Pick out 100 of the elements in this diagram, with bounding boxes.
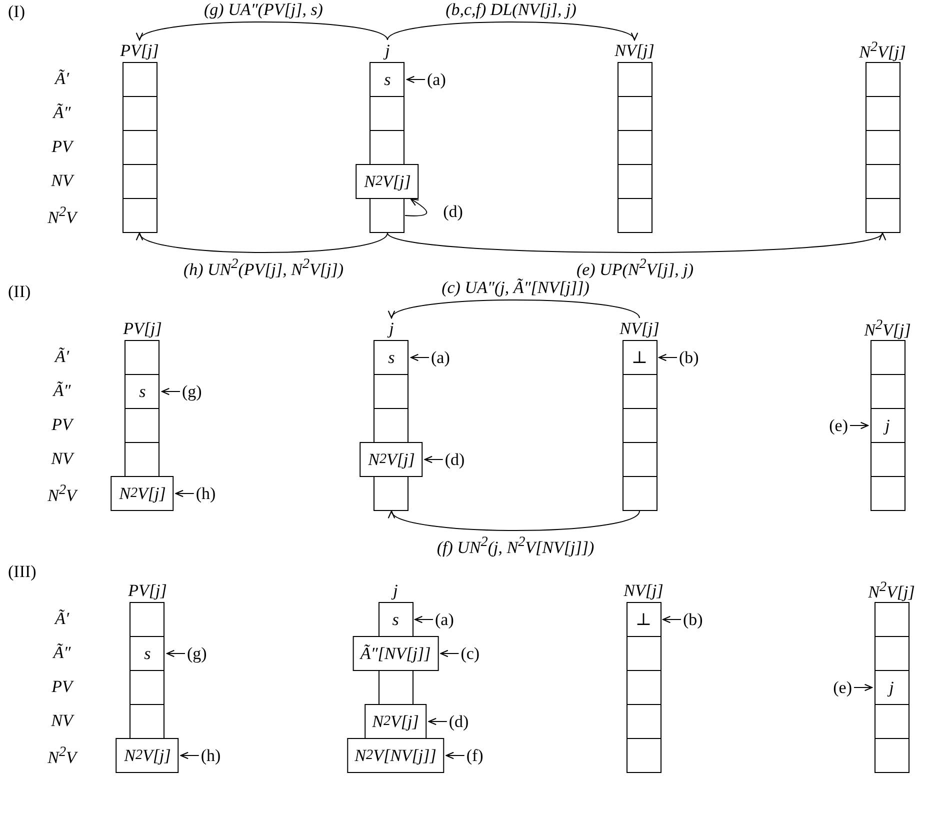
array-cell <box>370 130 405 165</box>
step-label: (f) <box>466 746 484 766</box>
array-cell <box>622 374 657 409</box>
array-cell <box>370 96 405 131</box>
arrow <box>854 684 873 692</box>
column-header: PV[j] <box>120 41 159 61</box>
array-cell <box>622 442 657 477</box>
array-cell: s <box>124 374 160 409</box>
step-label: (a) <box>430 348 450 368</box>
step-label: (e) <box>833 678 852 698</box>
step-label: (a) <box>426 70 446 90</box>
arrow <box>166 650 186 658</box>
array-cell: Ã″[NV[j]] <box>352 636 439 671</box>
array-cell <box>374 374 409 409</box>
row-label: Ã″ <box>53 643 71 663</box>
arrow <box>850 422 869 430</box>
step-label: (h) <box>196 484 216 504</box>
column-header: j <box>393 581 398 601</box>
array-cell <box>122 96 157 131</box>
row-label: Ã″ <box>53 381 71 401</box>
array-cell: s <box>370 62 405 97</box>
array-cell <box>374 476 409 511</box>
array-cell <box>870 476 905 511</box>
arrow <box>424 456 444 464</box>
column-header: NV[j] <box>620 319 660 339</box>
panel-label: (I) <box>8 2 25 22</box>
array-cell <box>865 164 900 199</box>
array-cell <box>870 374 905 409</box>
arrow <box>658 354 678 362</box>
array-cell <box>130 670 165 705</box>
array-cell <box>124 340 160 375</box>
arrow <box>440 650 460 658</box>
column-header: PV[j] <box>123 319 162 339</box>
array-cell <box>122 62 157 97</box>
array-cell <box>122 198 157 233</box>
curved-arrow <box>138 22 388 41</box>
step-label: (c) <box>460 644 480 664</box>
row-label: Ã′ <box>54 609 70 629</box>
column-header: NV[j] <box>614 41 654 61</box>
array-cell <box>122 164 157 199</box>
array-cell: s <box>130 636 165 671</box>
arrow <box>428 718 448 726</box>
column-header: N$^{2}$V[j] <box>864 317 911 341</box>
step-label: (h) <box>200 746 221 766</box>
array-cell <box>617 198 652 233</box>
array-cell <box>617 164 652 199</box>
column-header: j <box>385 41 390 61</box>
arrow <box>410 354 430 362</box>
array-cell <box>870 340 905 375</box>
array-cell <box>130 704 165 739</box>
array-cell <box>124 408 160 443</box>
array-cell <box>626 670 661 705</box>
array-cell: j <box>874 670 909 705</box>
curved-arrow <box>404 198 428 216</box>
step-label: (e) <box>829 416 848 436</box>
array-cell <box>622 408 657 443</box>
row-label: PV <box>52 677 72 697</box>
arrow <box>446 752 465 760</box>
row-label: N$^{2}$V <box>48 203 76 228</box>
step-label: (d) <box>448 712 469 732</box>
array-cell <box>626 636 661 671</box>
array-cell: ⊥ <box>622 340 657 375</box>
array-cell <box>378 670 413 705</box>
arrow <box>414 616 434 624</box>
array-cell <box>617 130 652 165</box>
curved-arrow <box>390 510 640 531</box>
array-cell: j <box>870 408 905 443</box>
array-cell: ⊥ <box>626 602 661 637</box>
array-cell <box>617 96 652 131</box>
row-label: NV <box>51 171 73 191</box>
row-label: NV <box>51 711 73 731</box>
arrow <box>406 76 426 84</box>
step-label: (g) <box>182 382 202 402</box>
array-cell <box>374 408 409 443</box>
step-label: (b) <box>679 348 699 368</box>
row-label: Ã′ <box>54 69 70 89</box>
array-cell <box>865 96 900 131</box>
array-cell <box>626 738 661 773</box>
curved-arrow <box>390 300 640 319</box>
array-cell <box>865 130 900 165</box>
array-cell <box>626 704 661 739</box>
curved-arrow <box>138 232 388 253</box>
arrow <box>161 388 180 396</box>
column-header: j <box>389 319 394 339</box>
arrow <box>662 616 682 624</box>
panel-label: (II) <box>8 282 31 302</box>
step-label: (g) <box>186 644 207 664</box>
curved-arrow <box>387 232 884 253</box>
panel-label: (III) <box>8 562 36 582</box>
array-cell <box>617 62 652 97</box>
step-label: (b) <box>683 610 703 630</box>
array-cell <box>370 198 405 233</box>
column-header: PV[j] <box>128 581 167 601</box>
row-label: PV <box>52 137 72 157</box>
column-header: NV[j] <box>624 581 664 601</box>
arrow <box>175 490 194 498</box>
column-header: N$^{2}$V[j] <box>868 579 915 603</box>
array-cell: s <box>378 602 413 637</box>
array-cell <box>874 636 909 671</box>
curved-arrow <box>387 22 636 41</box>
